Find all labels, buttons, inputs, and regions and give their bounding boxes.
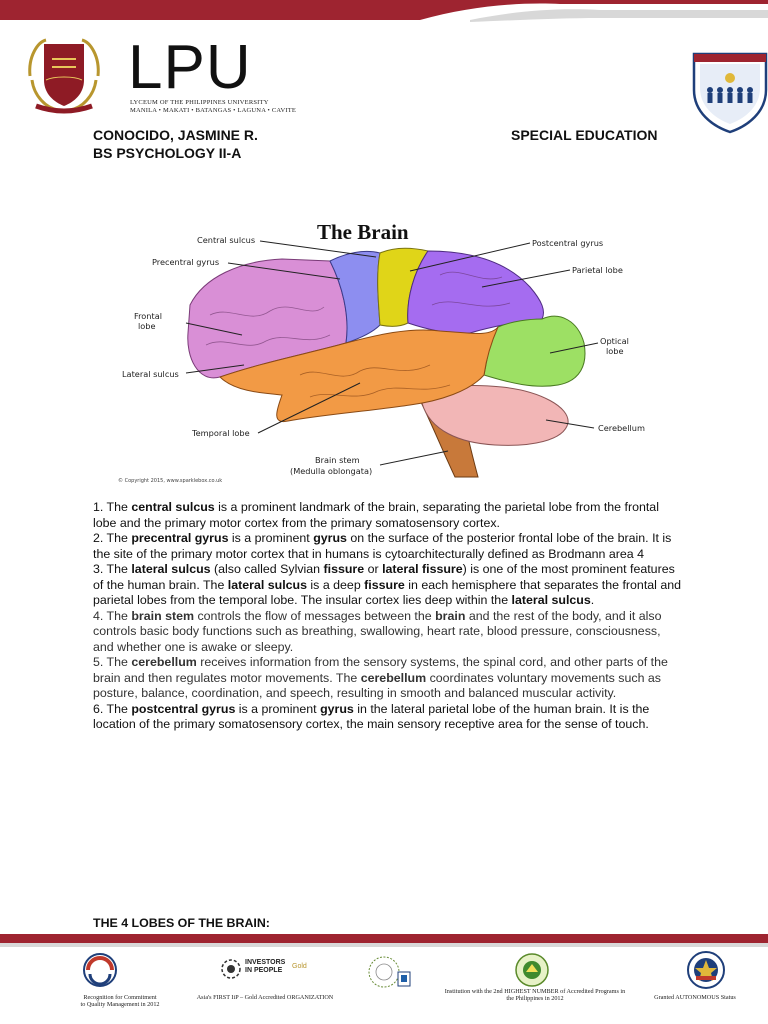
label-precentral-gyrus: Precentral gyrus [152,257,219,267]
gold-label: Gold [292,963,307,970]
lpu-logo: LPU LYCEUM OF THE PHILIPPINES UNIVERSITY… [24,36,296,120]
item-precentral-gyrus: 2. The precentral gyrus is a prominent g… [93,531,672,561]
label-brain-stem-2: (Medulla oblongata) [290,466,372,476]
university-crest-icon [28,38,100,114]
label-optical-lobe-2: lobe [606,346,624,356]
footer-quality-text: Recognition for Commitment to Quality Ma… [80,994,160,1008]
top-header-band [0,0,768,24]
occipital-lobe-shape [483,315,586,387]
student-name: CONOCIDO, JASMINE R. [93,127,258,143]
label-lateral-sulcus: Lateral sulcus [122,369,179,379]
autonomous-status-seal-icon [687,951,725,989]
label-cerebellum: Cerebellum [598,423,645,433]
investors-badge-icon [221,959,241,979]
brain-diagram: The Brain Central sulcus Precen [118,220,645,484]
figure-copyright: © Copyright 2015, www.sparklebox.co.uk [118,477,222,484]
accreditation-seal-icon [368,956,411,988]
investors-in-people-logo: INVESTORS IN PEOPLE Gold [220,958,316,980]
footer-band [0,934,768,947]
student-program: BS PSYCHOLOGY II-A [93,145,242,161]
ched-seal-icon [515,953,549,987]
item-cerebellum: 5. The cerebellum receives information f… [93,655,668,700]
figure-title: The Brain [317,220,409,244]
label-temporal-lobe: Temporal lobe [191,428,250,438]
brain-parts-descriptions: 1. The central sulcus is a prominent lan… [93,500,683,733]
footer-autonomous-text: Granted AUTONOMOUS Status [654,994,736,1001]
footer-accredited-text: Institution with the 2nd HIGHEST NUMBER … [444,988,626,1002]
label-frontal-lobe-2: lobe [138,321,156,331]
temporal-lobe-shape [219,326,499,423]
item-postcentral-gyrus: 6. The postcentral gyrus is a prominent … [93,701,650,732]
label-optical-lobe-1: Optical [600,336,629,346]
department: SPECIAL EDUCATION [511,127,658,143]
section-title: THE 4 LOBES OF THE BRAIN: [93,916,270,930]
footer-iip-text: Asia's FIRST IiP – Gold Accredited ORGAN… [196,994,334,1001]
label-central-sulcus: Central sulcus [197,235,255,245]
label-frontal-lobe-1: Frontal [134,311,162,321]
investors-wordmark: INVESTORS IN PEOPLE [245,959,286,974]
item-central-sulcus: 1. The central sulcus is a prominent lan… [93,500,659,530]
quality-award-icon [83,953,117,987]
label-brain-stem-1: Brain stem [315,455,360,465]
accreditation-footer: Recognition for Commitment to Quality Ma… [0,950,768,1024]
item-brain-stem: 4. The brain stem controls the flow of m… [93,608,662,654]
item-lateral-sulcus: 3. The lateral sulcus (also called Sylvi… [93,562,682,607]
label-postcentral-gyrus: Postcentral gyrus [532,238,603,248]
university-name: LYCEUM OF THE PHILIPPINES UNIVERSITY MAN… [130,99,297,114]
lpu-wordmark: LPU [128,33,252,102]
label-parietal-lobe: Parietal lobe [572,265,623,275]
student-affairs-shield-icon [692,52,768,134]
